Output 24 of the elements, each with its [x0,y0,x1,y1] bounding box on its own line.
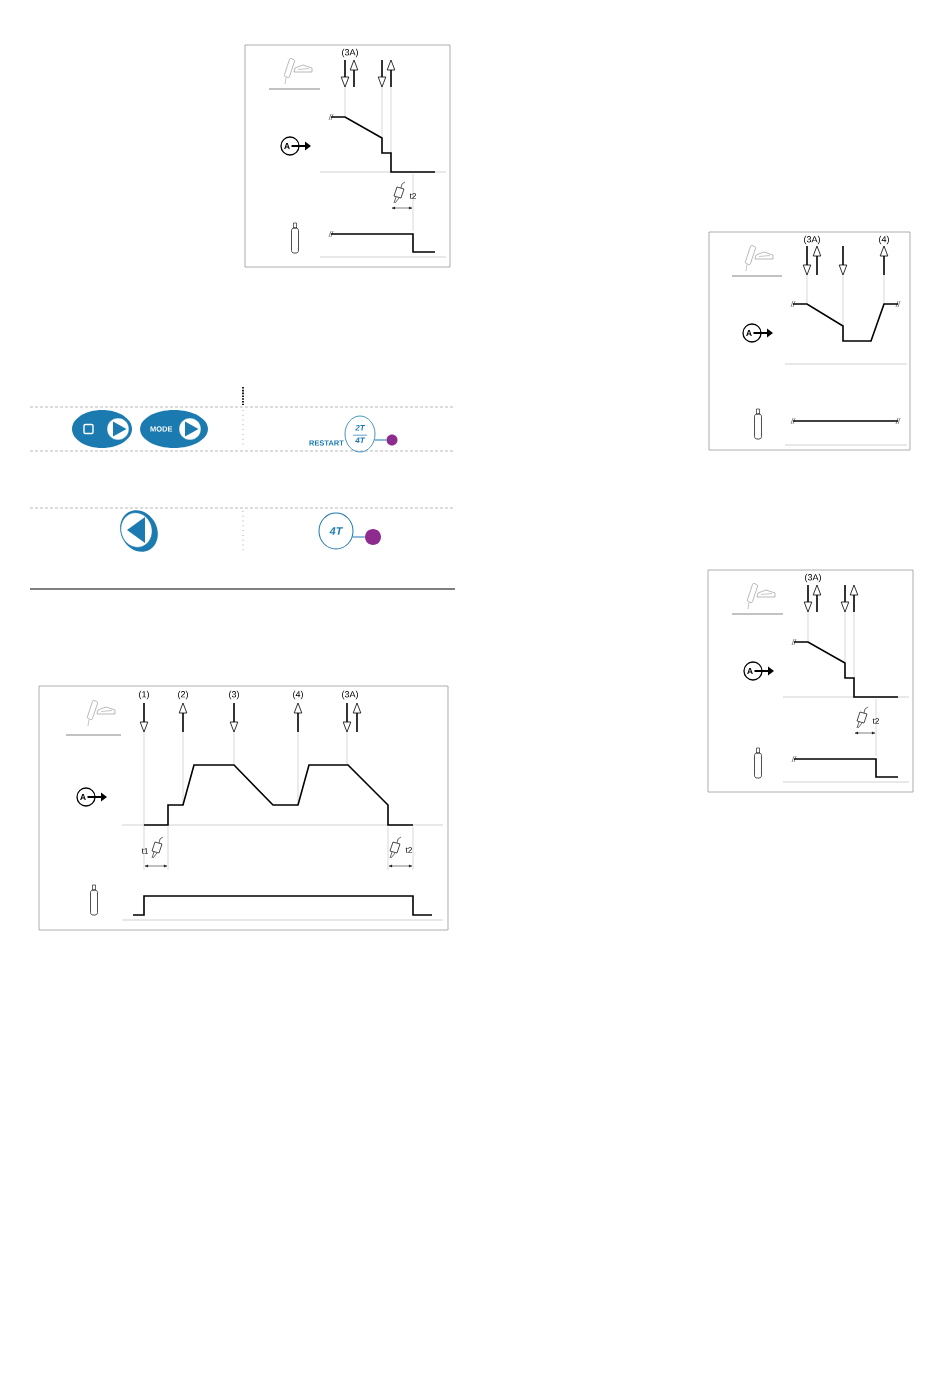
key-button [72,410,132,448]
step-label: (3A) [805,573,821,583]
step-label: (4) [879,235,889,245]
step-label: (4) [293,690,303,700]
icon-letter: A [746,330,752,336]
time-label: t2 [409,193,416,199]
time-label: t2 [405,847,412,853]
connector-line [352,536,366,538]
key-button [120,510,158,552]
step-label: (3A) [342,690,358,700]
icon-letter: A [284,143,290,149]
indicator-dot [365,529,381,545]
step-label: (1) [139,690,149,700]
icon-letter: A [80,794,86,800]
step-label: (3A) [804,235,820,245]
time-label: t1 [141,848,148,854]
icon-letter: A [747,668,753,674]
connector-line [374,439,387,441]
mode-oval: 4T [318,512,354,550]
time-label: t2 [872,718,879,724]
mode-oval: 2T 4T [344,415,376,453]
step-label: (3) [229,690,239,700]
step-label: (2) [178,690,188,700]
step-label: (3A) [342,48,358,58]
